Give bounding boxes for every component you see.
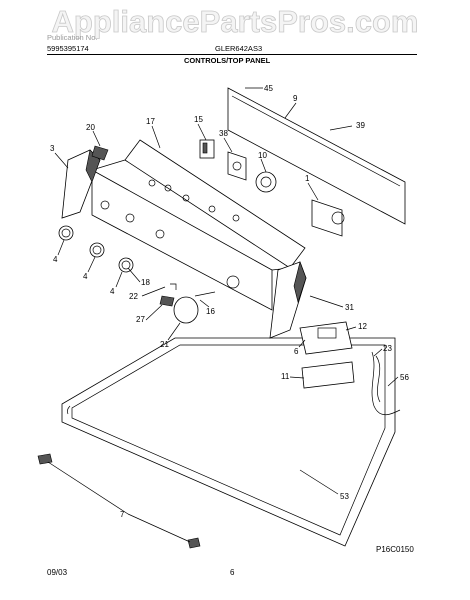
part-label: 31 (345, 303, 354, 312)
leader-lines (47, 87, 399, 543)
pushbutton-switch (199, 139, 215, 159)
end-cap-left (61, 149, 101, 219)
terminal-block (299, 321, 353, 355)
watermark-text: AppliancePartsPros.com (52, 4, 419, 39)
part-label: 1 (305, 174, 310, 183)
part-label: 27 (136, 315, 145, 324)
part-label: 23 (383, 344, 392, 353)
console-back-panel (227, 87, 406, 225)
revision-date: 09/03 (47, 568, 68, 577)
page-number: 6 (230, 568, 235, 577)
figure-code: P16C0150 (376, 545, 414, 554)
part-label: 9 (293, 94, 298, 103)
part-labels: 45 9 39 20 17 15 38 10 3 1 4 4 4 18 22 2… (50, 84, 409, 519)
timer-knob (173, 296, 199, 324)
part-label: 56 (400, 373, 409, 382)
motor-timer (311, 199, 345, 237)
part-label: 53 (340, 492, 349, 501)
end-cap-right (269, 260, 307, 339)
part-label: 4 (53, 255, 58, 264)
control-console (91, 139, 306, 311)
watermark: AppliancePartsPros.com (51, 4, 419, 40)
part-label: 15 (194, 115, 203, 124)
part-label: 21 (160, 340, 169, 349)
shaft (194, 291, 216, 297)
knobs (58, 225, 134, 273)
section-title: CONTROLS/TOP PANEL (184, 56, 271, 65)
publication-number: 5995395174 (47, 44, 89, 53)
part-label: 39 (356, 121, 365, 130)
part-label: 45 (264, 84, 273, 93)
part-label: 38 (219, 129, 228, 138)
part-label: 22 (129, 292, 138, 301)
part-label: 3 (50, 144, 55, 153)
part-label: 11 (281, 372, 290, 381)
bracket (91, 145, 109, 161)
bracket-lower (301, 361, 355, 389)
timer (255, 171, 277, 193)
header-rule (47, 54, 417, 55)
publication-label: Publication No. (47, 33, 98, 42)
wire-harness (371, 351, 401, 416)
part-label: 12 (358, 322, 367, 331)
foot-right (187, 537, 201, 549)
part-label: 17 (146, 117, 155, 126)
part-label: 16 (206, 307, 215, 316)
foot-left (37, 453, 53, 465)
part-label: 18 (141, 278, 150, 287)
part-label: 4 (110, 287, 115, 296)
part-label: 4 (83, 272, 88, 281)
part-label: 7 (120, 510, 125, 519)
temperature-switch (227, 151, 247, 181)
top-panel (61, 337, 396, 547)
part-label: 6 (294, 347, 299, 356)
part-label: 10 (258, 151, 267, 160)
part-label: 20 (86, 123, 95, 132)
model-number: GLER642AS3 (215, 44, 263, 53)
knob-pointer (159, 295, 175, 307)
clip (170, 283, 177, 290)
